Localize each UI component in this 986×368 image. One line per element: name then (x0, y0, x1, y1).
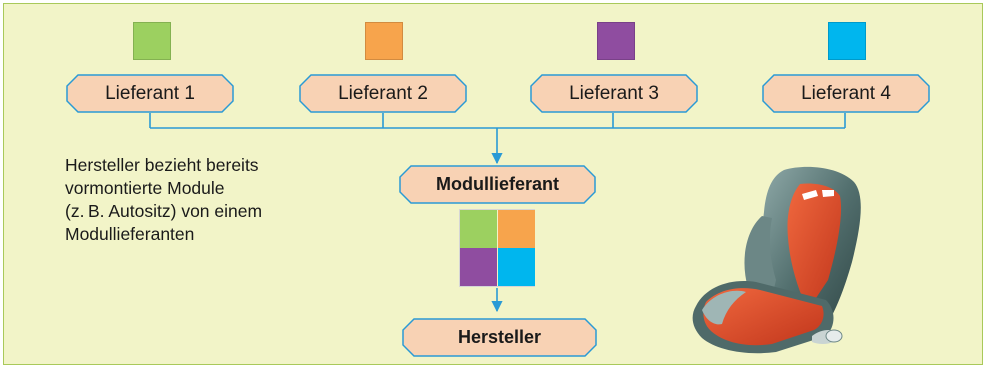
module-cell-1 (460, 210, 497, 248)
supplier-label-3: Lieferant 3 (569, 82, 659, 104)
module-cell-4 (498, 248, 535, 286)
supplier-node-2: Lieferant 2 (299, 74, 467, 113)
description-line-1: Hersteller bezieht bereits (65, 155, 259, 175)
module-cell-3 (460, 248, 497, 286)
supplier-node-3: Lieferant 3 (530, 74, 698, 113)
assembled-module-grid (459, 209, 535, 287)
supplier-4-module-square (828, 22, 866, 60)
module-supplier-label: Modullieferant (435, 174, 559, 194)
supplier-label-2: Lieferant 2 (338, 82, 428, 104)
description-line-3: (z. B. Autositz) von einem (65, 201, 263, 221)
supplier-1-module-square (133, 22, 171, 60)
supplier-3-module-square (597, 22, 635, 60)
manufacturer-label: Hersteller (457, 327, 542, 347)
supplier-2-module-square (365, 22, 403, 60)
module-supplier-node: Modullieferant (399, 165, 596, 204)
supplier-label-4: Lieferant 4 (801, 82, 891, 104)
supplier-node-4: Lieferant 4 (762, 74, 930, 113)
description-line-2: vormontierte Module (65, 178, 225, 198)
supplier-node-1: Lieferant 1 (66, 74, 234, 113)
description-text: Hersteller bezieht bereits vormontierte … (65, 154, 262, 246)
car-seat-icon (692, 166, 861, 354)
module-cell-2 (498, 210, 535, 248)
description-line-4: Modullieferanten (65, 224, 195, 244)
manufacturer-node: Hersteller (402, 318, 597, 357)
supplier-label-1: Lieferant 1 (105, 82, 195, 104)
